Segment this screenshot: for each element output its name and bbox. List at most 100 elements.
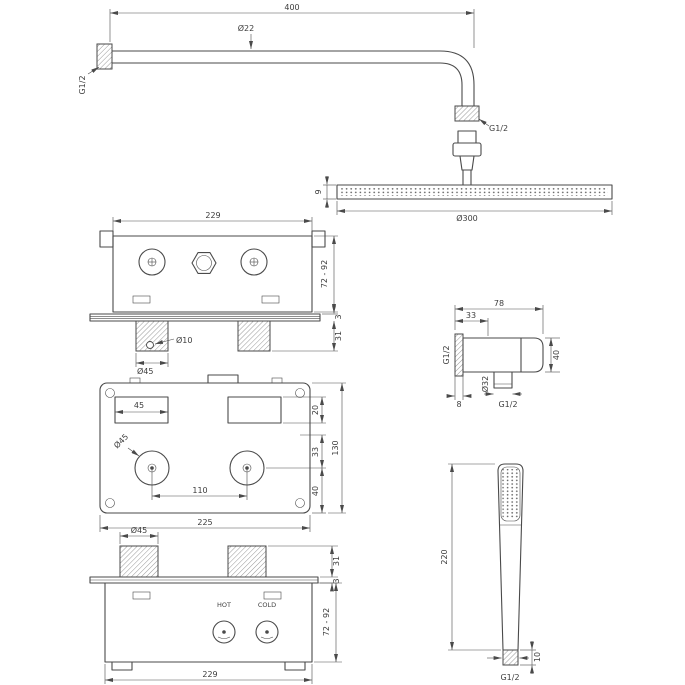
wall-flange: [96, 43, 113, 70]
cold-label: COLD: [258, 601, 276, 609]
handshower-connector: [502, 649, 519, 666]
arm-tube-inner: [112, 62, 463, 106]
dim-plate-thickness: 3: [322, 305, 343, 320]
bottom-slot-right: [261, 295, 280, 304]
dim-label-arm-length: 400: [284, 3, 299, 12]
dim-label-port-width: 45: [134, 401, 144, 410]
corner-screw: [105, 498, 115, 508]
dim-port-width: 45: [115, 401, 168, 414]
dim-label-knob-spacing: 110: [192, 486, 207, 495]
hot-label: HOT: [217, 601, 231, 609]
dim-body-depth: 130: [312, 382, 346, 514]
cold-knob: [255, 620, 279, 644]
dim-connector-height: 10: [520, 641, 542, 674]
dim-label-outlet-thread: G1/2: [498, 400, 517, 409]
dim-label-trim-width: 229: [202, 670, 217, 679]
dim-label-flange-thickness: 8: [456, 400, 461, 409]
head-plate: [336, 184, 613, 200]
dim-label-head-thickness: 9: [314, 189, 323, 194]
dim-knob-edge: 40: [311, 468, 326, 514]
mixer-top-view-drawing: 45 Ø45 110 225: [99, 374, 346, 532]
trim-foot-left: [111, 661, 133, 671]
dim-label-head-diameter: Ø300: [456, 213, 478, 223]
dim-label-port-depth: 20: [311, 405, 320, 415]
handshower-nozzles: [502, 469, 519, 519]
top-tab-center: [207, 374, 239, 384]
bottom-slot-left: [132, 295, 151, 304]
dim-label-knob-diameter: Ø45: [112, 432, 131, 451]
outlet-body: [462, 337, 544, 373]
trim-slot-left: [132, 591, 151, 600]
outlet-spout: [493, 371, 513, 389]
dim-knob-diameter: Ø45: [112, 432, 140, 457]
dim-label-wall-thread: G1/2: [78, 75, 87, 94]
finished-wall-plate: [89, 313, 321, 322]
hot-knob: [212, 620, 236, 644]
dim-label-spout-diameter: Ø32: [480, 376, 490, 392]
dim-label-outlet-inner: 33: [466, 311, 476, 320]
dim-port-depth: 20: [283, 396, 326, 424]
wall-outlet-drawing: 78 33 G1/2 Ø32 8 G1/2 40: [442, 299, 561, 409]
dim-outlet-inner: 33: [455, 311, 489, 336]
dim-label-body-depth: 130: [331, 440, 340, 455]
arm-tube-outer: [112, 50, 475, 106]
dim-label-rough-trim-diameter: Ø45: [137, 366, 153, 376]
mixer-trim-drawing: Ø45 31 3 HOT COLD: [89, 525, 342, 684]
dim-knob-spacing: 110: [151, 468, 248, 500]
dim-label-trim-diameter: Ø45: [131, 525, 147, 535]
dim-label-rough-width: 229: [205, 211, 220, 220]
dim-handshower-length: 220: [440, 463, 501, 651]
dim-label-handshower-length: 220: [440, 549, 449, 564]
dim-arm-length: 400: [109, 3, 475, 48]
dim-outlet-thread: G1/2: [484, 392, 522, 409]
dim-label-protrusion: 31: [334, 331, 343, 341]
dim-spindle-diameter: Ø10: [146, 335, 192, 349]
dim-label-trim-depth-range: 72 - 92: [322, 608, 331, 636]
mounting-ear-left: [99, 230, 114, 248]
dim-trim-width: 229: [104, 664, 313, 684]
dim-label-knob-edge: 40: [311, 486, 320, 496]
dim-label-outlet-wall-thread: G1/2: [442, 345, 451, 364]
trim-escutcheon-right: [227, 545, 267, 578]
port-box-right: [227, 396, 282, 424]
handshower-body: [497, 463, 524, 651]
top-tab-left: [129, 377, 141, 384]
trim-slot-right: [263, 591, 282, 600]
dim-handshower-thread: G1/2: [487, 656, 529, 682]
dim-label-trim-plate-thickness: 3: [332, 578, 341, 583]
dim-body-width: 225: [99, 515, 311, 532]
head-nozzles: [341, 188, 608, 196]
trim-foot-right: [284, 661, 306, 671]
shower-head-drawing: 9 Ø300: [314, 176, 613, 223]
dim-label-handshower-thread: G1/2: [500, 673, 519, 682]
dim-protrusion: 31: [272, 321, 343, 352]
dim-label-outlet-thread: G1/2: [489, 124, 508, 133]
dim-head-diameter: Ø300: [336, 201, 613, 223]
valve-port-left: [138, 248, 166, 276]
corner-screw: [295, 388, 305, 398]
label-outlet-thread: G1/2: [478, 118, 508, 133]
shower-arm-drawing: 400 G1/2 Ø22 G1/2: [78, 3, 508, 186]
mounting-ear-right: [311, 230, 326, 248]
dim-arm-diameter: Ø22: [238, 23, 254, 49]
hand-shower-drawing: 220 10 G1/2: [440, 463, 542, 682]
dim-trim-depth-range: 72 - 92: [314, 582, 342, 663]
dim-label-knob-offset: 33: [311, 447, 320, 457]
dim-label-connector-height: 10: [533, 652, 542, 662]
spindle-right: [237, 320, 271, 352]
corner-screw: [105, 388, 115, 398]
dim-label-outlet-length: 78: [494, 299, 504, 308]
dim-label-spindle-diameter: Ø10: [176, 335, 192, 345]
top-view-body: [99, 382, 311, 514]
dim-label-trim-protrusion: 31: [332, 556, 341, 566]
center-cartridge-hex: [191, 252, 217, 274]
dim-label-outlet-height: 40: [552, 350, 561, 360]
top-tab-right: [271, 377, 283, 384]
head-coupling: [452, 130, 482, 186]
valve-port-right: [240, 248, 268, 276]
dim-trim-plate-thickness: 3: [320, 576, 341, 592]
dim-label-body-width: 225: [197, 518, 212, 527]
label-wall-thread: G1/2: [78, 66, 100, 95]
